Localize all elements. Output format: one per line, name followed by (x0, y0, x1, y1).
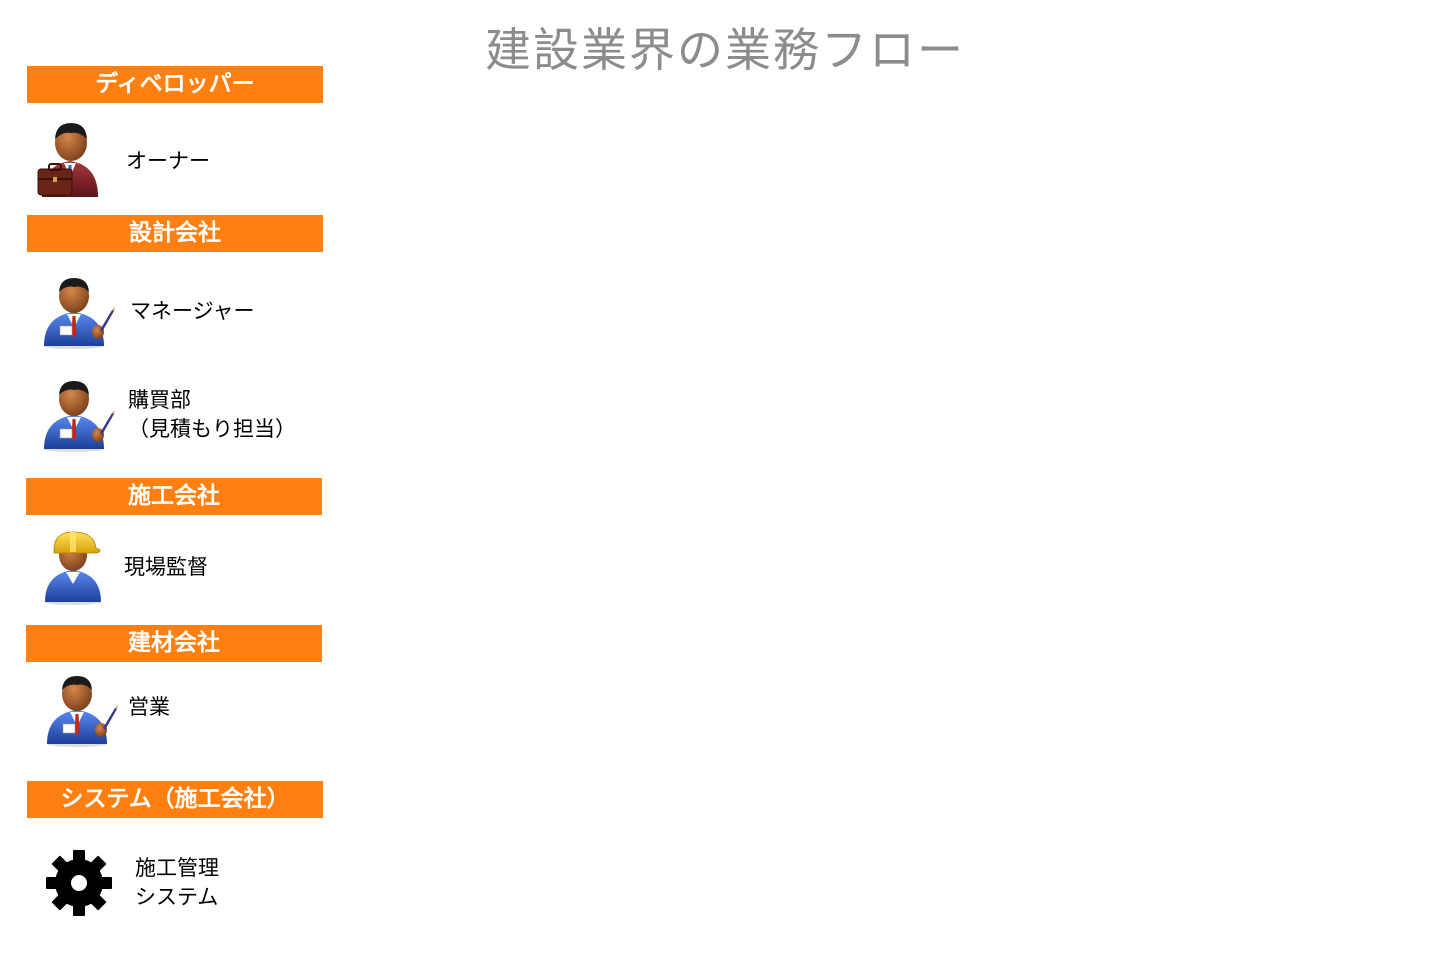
role-system-line2: システム (135, 885, 219, 909)
section-header-construction-company: 施工会社 (26, 478, 322, 515)
section-header-design-firm: 設計会社 (27, 215, 323, 252)
role-owner: オーナー (126, 149, 210, 173)
role-site-supervisor: 現場監督 (124, 555, 208, 579)
role-purchasing-dept-line2: （見積もり担当） (128, 417, 296, 441)
office-worker-pen-icon (42, 670, 120, 752)
section-header-building-materials-company: 建材会社 (26, 625, 322, 662)
role-purchasing-dept-line1: 購買部 (128, 388, 191, 412)
section-header-system: システム（施工会社） (27, 781, 323, 818)
construction-worker-helmet-icon (40, 528, 106, 610)
office-worker-pen-icon (40, 375, 116, 457)
role-construction-management-system: 施工管理 システム (135, 854, 219, 912)
gear-icon (44, 848, 114, 922)
role-sales: 営業 (128, 695, 170, 719)
page-title: 建設業界の業務フロー (485, 23, 965, 77)
role-manager: マネージャー (130, 299, 255, 323)
section-header-developer: ディベロッパー (27, 66, 323, 103)
role-purchasing-dept: 購買部 （見積もり担当） (128, 386, 296, 444)
role-system-line1: 施工管理 (135, 856, 219, 880)
businessman-briefcase-icon (34, 117, 104, 203)
office-worker-pen-icon (40, 274, 116, 354)
